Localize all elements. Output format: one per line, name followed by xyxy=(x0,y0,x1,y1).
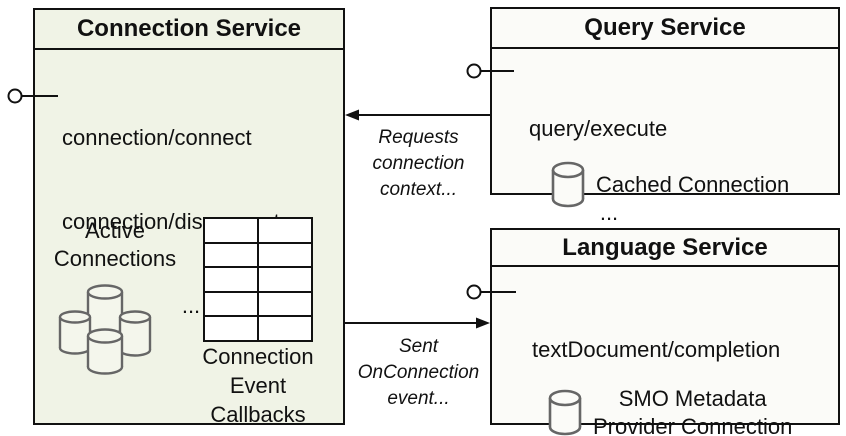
language-service-box: Language Service textDocument/completion… xyxy=(490,228,840,436)
query-service-title: Query Service xyxy=(492,9,838,49)
table-cell xyxy=(205,268,257,291)
smo-connection-row: SMO Metadata Provider Connection xyxy=(547,385,792,436)
methods-ellipsis: ... xyxy=(672,421,692,436)
arrow-requests-connection-context xyxy=(345,109,490,121)
callbacks-table xyxy=(203,217,313,342)
database-icon xyxy=(86,284,124,336)
language-methods: textDocument/completion ... xyxy=(532,280,832,436)
connection-event-callbacks-label: Connection Event Callbacks xyxy=(202,344,314,427)
smo-metadata-provider-label: SMO Metadata Provider Connection xyxy=(593,386,793,436)
methods-ellipsis: ... xyxy=(181,293,201,318)
table-cell xyxy=(259,268,311,291)
language-service-body: textDocument/completion ... SMO Metadata… xyxy=(492,267,838,436)
database-icon xyxy=(548,389,582,436)
table-cell xyxy=(259,292,311,316)
table-cell xyxy=(205,317,257,340)
table-cell xyxy=(205,243,257,267)
connection-service-title: Connection Service xyxy=(35,10,343,50)
cached-connection-row: Cached Connection xyxy=(550,161,789,209)
connection-service-body: connection/connect connection/disconnect… xyxy=(35,50,343,427)
method-query-execute: query/execute xyxy=(529,116,668,141)
database-icon xyxy=(118,310,152,357)
active-connections-label: Active Connections xyxy=(53,218,177,271)
table-cell xyxy=(205,219,257,242)
query-methods: query/execute ... xyxy=(529,59,689,283)
database-icon xyxy=(58,310,92,355)
method-textdocument-completion: textDocument/completion xyxy=(532,337,781,362)
query-service-box: Query Service query/execute ... Cached C… xyxy=(490,7,840,225)
language-service-title: Language Service xyxy=(492,230,838,267)
table-cell xyxy=(205,292,257,316)
method-connection-connect: connection/connect xyxy=(62,125,252,150)
arrow-sent-onconnection-event xyxy=(345,317,490,329)
connection-service-box: Connection Service connection/connect co… xyxy=(33,8,345,427)
database-icon xyxy=(86,328,124,375)
requests-connection-context-label: Requests connection context... xyxy=(372,127,465,200)
database-icon xyxy=(551,161,585,208)
table-cell xyxy=(259,219,311,242)
query-service-body: query/execute ... Cached Connection xyxy=(492,49,838,225)
table-cell xyxy=(259,243,311,267)
table-cell xyxy=(259,317,311,340)
methods-ellipsis: ... xyxy=(599,200,619,225)
cached-connection-label: Cached Connection xyxy=(596,172,790,197)
database-cluster-icon xyxy=(58,284,152,375)
sent-onconnection-event-label: Sent OnConnection event... xyxy=(357,336,480,409)
